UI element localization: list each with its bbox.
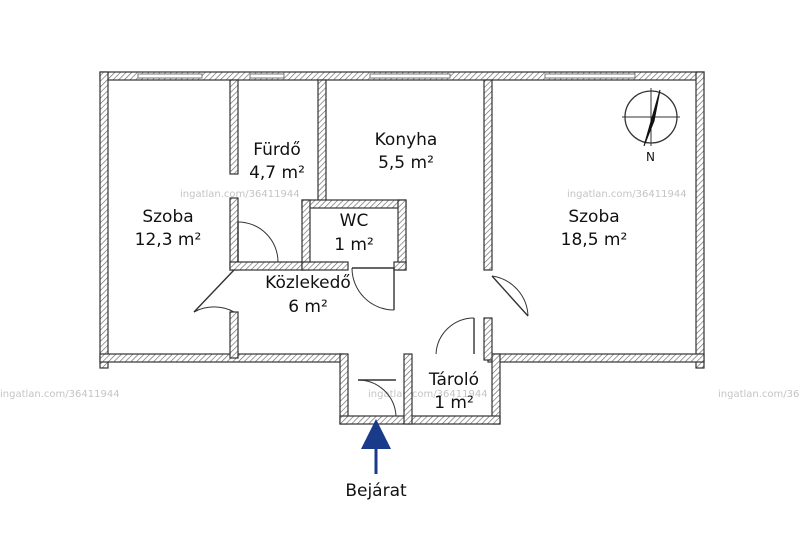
room-area: 18,5 m² (561, 230, 628, 250)
watermark-text: ingatlan.com/36411944 (0, 389, 120, 400)
watermark-text: ingatlan.com/36411944 (567, 189, 687, 200)
room-tarolo: Tároló 1 m² (428, 370, 479, 413)
room-szoba-left: Szoba 12,3 m² (135, 207, 202, 250)
room-area: 1 m² (434, 393, 474, 413)
room-name: Konyha (375, 130, 438, 150)
door (435, 317, 475, 355)
watermark-text: ingatlan.com/36411944 (368, 389, 488, 400)
compass-icon: N (622, 88, 680, 164)
door (237, 221, 279, 263)
window (369, 73, 451, 79)
room-area: 6 m² (288, 297, 328, 317)
door (491, 275, 529, 317)
room-name: Szoba (568, 207, 619, 227)
entrance-marker: Bejárat (345, 419, 407, 501)
window (249, 73, 285, 79)
room-area: 4,7 m² (249, 163, 305, 183)
watermark-text: ingatlan.com/36411944 (180, 189, 300, 200)
doors (193, 221, 529, 417)
entrance-label: Bejárat (345, 481, 407, 501)
compass-north-label: N (646, 150, 655, 164)
room-area: 1 m² (334, 235, 374, 255)
room-kozlekedo: Közlekedő 6 m² (265, 273, 351, 317)
watermarks: ingatlan.com/36411944 ingatlan.com/36411… (0, 189, 800, 400)
room-konyha: Konyha 5,5 m² (375, 130, 438, 173)
door (357, 379, 397, 417)
interior-walls (229, 79, 493, 425)
window (137, 73, 203, 79)
watermark-text: ingatlan.com/36411944 (718, 389, 800, 400)
room-area: 12,3 m² (135, 230, 202, 250)
room-name: Közlekedő (265, 273, 351, 293)
room-wc: WC 1 m² (334, 211, 374, 255)
windows (137, 73, 636, 79)
room-name: Szoba (142, 207, 193, 227)
window (544, 73, 636, 79)
room-name: WC (340, 211, 369, 231)
door (193, 269, 235, 313)
room-area: 5,5 m² (378, 153, 434, 173)
room-name: Tároló (428, 370, 479, 390)
door (351, 267, 395, 311)
room-szoba-right: Szoba 18,5 m² (561, 207, 628, 250)
room-furdo: Fürdő 4,7 m² (249, 140, 305, 183)
room-name: Fürdő (253, 140, 301, 160)
